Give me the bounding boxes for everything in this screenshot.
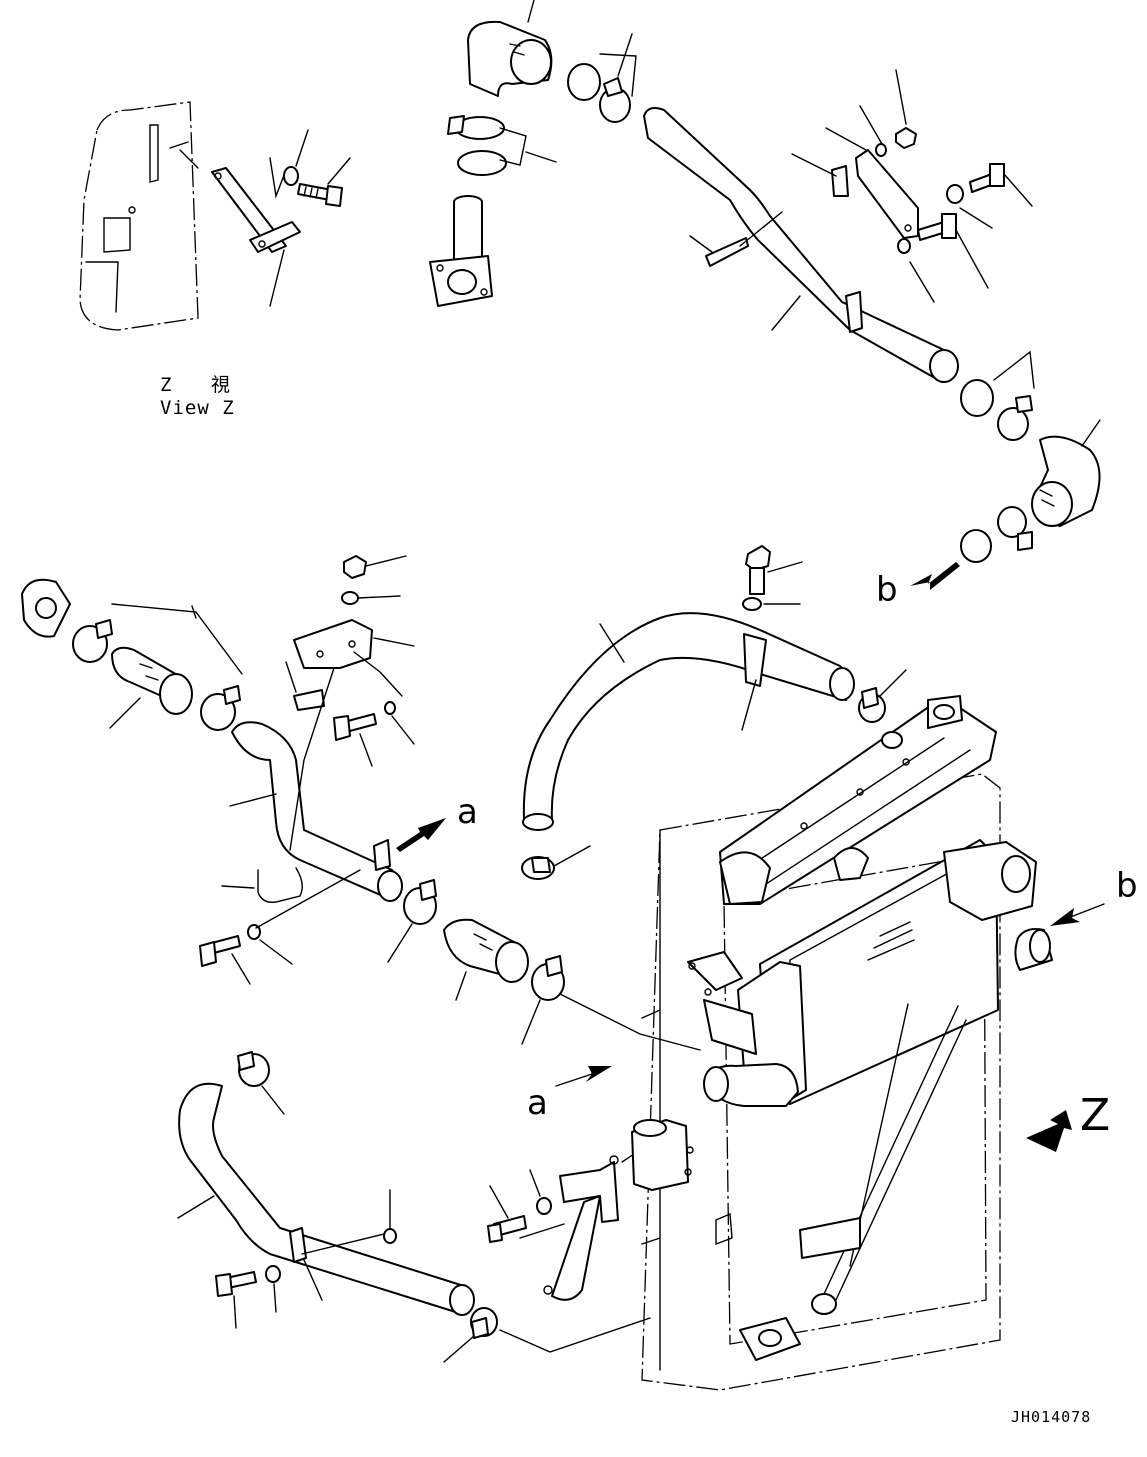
radiator-top-bolt-washer xyxy=(742,545,803,611)
radiator-top-pipe xyxy=(522,612,855,831)
mid-hose-and-clamps xyxy=(387,879,701,1051)
radiator-lower-parts xyxy=(739,1003,967,1361)
upper-right-fasteners xyxy=(859,69,1033,303)
view-z-panel-outline xyxy=(79,101,199,331)
callout-z-view: Z xyxy=(1080,1090,1111,1141)
upper-long-pipe xyxy=(643,107,959,383)
view-z-label-english: View Z xyxy=(160,397,235,419)
upper-elbow-hose xyxy=(467,0,553,97)
callout-a-middle: a xyxy=(457,792,478,832)
upper-right-clamps xyxy=(960,350,1035,441)
upper-hose-clamps xyxy=(567,33,637,123)
radiator-inlet-clamps xyxy=(521,669,907,880)
pipe-bracket xyxy=(791,127,919,239)
callout-arrow-b-right xyxy=(1050,903,1105,926)
b-end-clamps xyxy=(910,506,1033,590)
view-z-arrow xyxy=(1026,1110,1072,1152)
outlet-clamps xyxy=(447,115,557,176)
callout-a-lower: a xyxy=(527,1083,548,1123)
callout-b-right: b xyxy=(1116,866,1138,906)
outlet-pipe-flange xyxy=(429,195,493,307)
lower-left-fasteners xyxy=(215,1189,651,1363)
mid-left-pipe xyxy=(229,721,446,902)
mid-bracket-and-fasteners xyxy=(285,555,415,851)
view-z-label-japanese: Z 視 xyxy=(160,374,244,396)
view-z-stay-bracket xyxy=(169,141,301,253)
radiator-top-tank xyxy=(719,695,997,905)
radiator-side-parts xyxy=(631,951,757,1246)
lower-left-pipe xyxy=(177,1051,475,1316)
aftercooler-core xyxy=(737,839,1037,1105)
view-z-leaders xyxy=(269,129,351,307)
callout-arrow-a-lower xyxy=(555,1066,612,1087)
mid-left-hose-parts xyxy=(21,578,243,731)
callout-b-top: b xyxy=(876,570,898,610)
drawing-number: JH014078 xyxy=(1011,1408,1092,1426)
aftercooler-outlet-hose xyxy=(703,928,1053,1107)
right-elbow-hose xyxy=(1031,419,1101,527)
lower-stay-and-fasteners xyxy=(487,1149,641,1301)
grommet-clip xyxy=(689,211,783,267)
view-z-bolt xyxy=(283,166,343,207)
mid-left-u-bolt-and-fasteners xyxy=(199,867,361,985)
